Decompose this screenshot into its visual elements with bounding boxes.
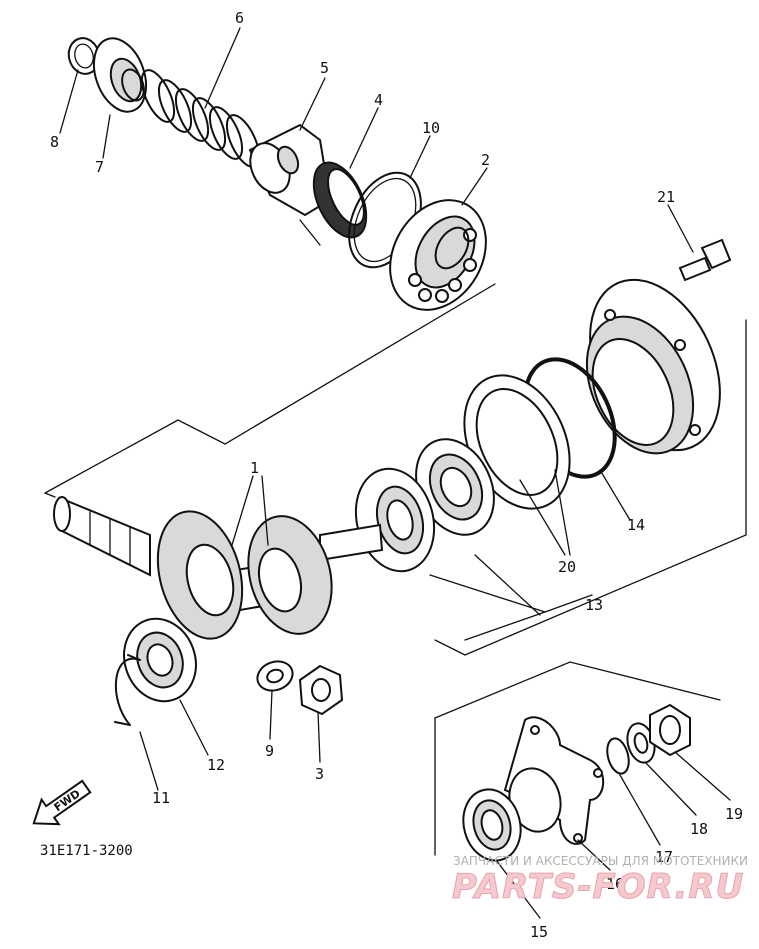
callout-7: 7 (95, 158, 104, 176)
part-bearing-12 (123, 617, 197, 703)
callout-9: 9 (265, 742, 274, 760)
callout-2: 2 (481, 151, 490, 169)
callout-12: 12 (207, 756, 225, 774)
callout-15: 15 (530, 923, 548, 941)
callout-4: 4 (374, 91, 383, 109)
callout-11: 11 (152, 789, 170, 807)
callout-19: 19 (725, 805, 743, 823)
part-bearing-2 (389, 199, 487, 311)
part-coupling-13 (354, 467, 436, 573)
part-bevel-gear-right-1 (247, 515, 333, 635)
callout-5: 5 (320, 59, 329, 77)
leader-lines (59, 27, 731, 919)
callout-1: 1 (250, 459, 259, 477)
part-nut-3 (298, 664, 344, 716)
group-outline-flange (434, 661, 721, 856)
part-spring-seat-7 (92, 37, 148, 113)
callout-6: 6 (235, 9, 244, 27)
callout-18: 18 (690, 820, 708, 838)
callout-8: 8 (50, 133, 59, 151)
forward-arrow-icon: FWD (32, 779, 92, 826)
part-bearing-housing (415, 438, 495, 536)
part-o-ring-17 (606, 737, 630, 775)
part-cam-5 (248, 123, 332, 217)
part-nut-19 (649, 703, 691, 757)
callout-14: 14 (627, 516, 645, 534)
callout-13: 13 (585, 596, 603, 614)
part-housing (585, 278, 721, 455)
watermark-brand: PARTS-FOR.RU (452, 867, 744, 907)
callout-16: 16 (606, 875, 624, 893)
part-flange-16 (503, 716, 605, 845)
callout-3: 3 (315, 765, 324, 783)
part-bevel-gear-left-1 (156, 510, 244, 640)
part-bolt-21 (678, 238, 732, 282)
callout-20: 20 (558, 558, 576, 576)
watermark-caption: ЗАПЧАСТИ И АКСЕССУАРЫ ДЛЯ МОТОТЕХНИКИ (453, 854, 748, 868)
callout-labels: 6 5 4 10 2 8 7 21 1 14 20 13 9 12 3 11 1… (50, 9, 743, 941)
group-outline-bearing-housing (434, 319, 747, 656)
callout-10: 10 (422, 119, 440, 137)
callout-21: 21 (657, 188, 675, 206)
part-oil-seal-15 (462, 788, 522, 862)
part-shim-20 (463, 374, 571, 510)
part-circlip-11 (114, 654, 141, 726)
part-lock-washer-9 (256, 660, 294, 692)
diagram-code: 31E171-3200 (40, 843, 133, 859)
part-spring-6 (140, 69, 261, 168)
callout-17: 17 (655, 848, 673, 866)
group-outline-upper-shaft (44, 283, 496, 498)
